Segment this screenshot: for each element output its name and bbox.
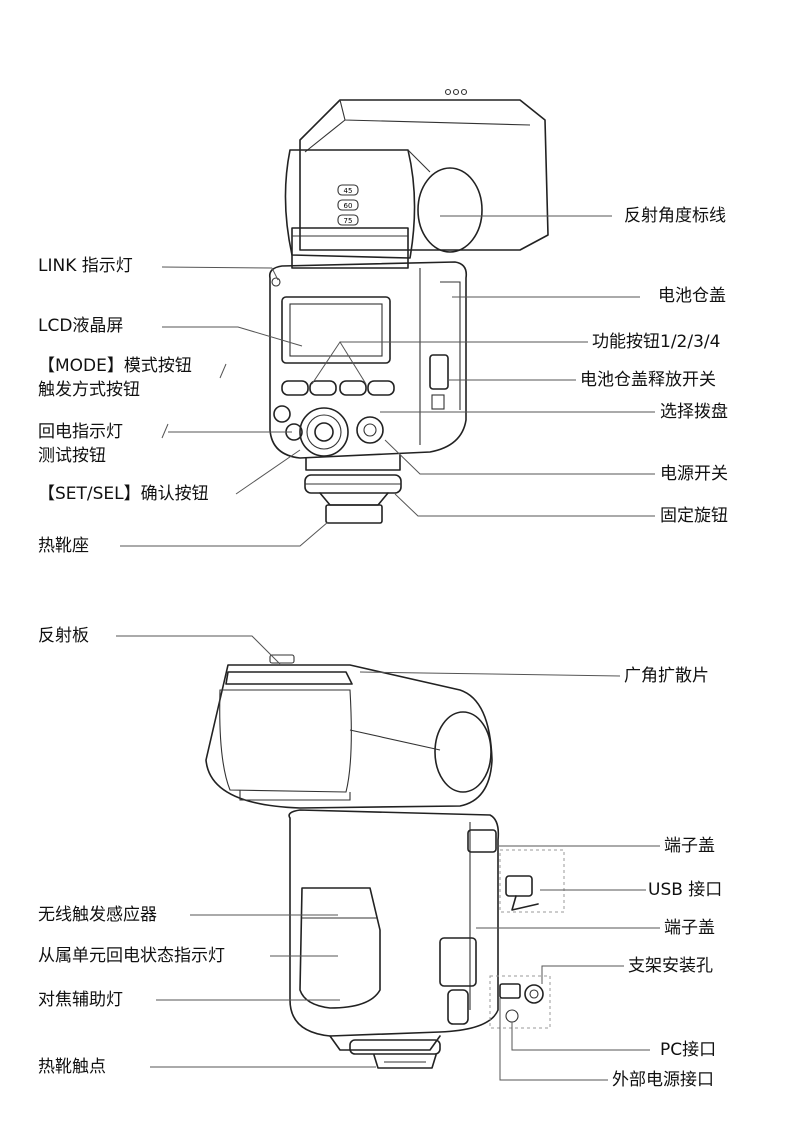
- terminal-cover-side[interactable]: [439, 937, 477, 987]
- label-trigger-mode-button: 触发方式按钮: [38, 380, 140, 400]
- link-indicator-lamp: [271, 277, 281, 287]
- flash-tube-cap: [434, 711, 492, 793]
- select-dial[interactable]: [299, 407, 349, 457]
- label-af-assist: 对焦辅助灯: [38, 990, 123, 1010]
- battery-cover-release[interactable]: [429, 354, 449, 390]
- flash-head-top: 45 60 75: [284, 88, 549, 269]
- usb-port-plug: [505, 875, 533, 897]
- lcd-screen: [281, 296, 391, 364]
- external-power-port[interactable]: [499, 983, 521, 999]
- label-recycle-indicator: 回电指示灯: [38, 422, 123, 442]
- label-select-dial: 选择拨盘: [660, 402, 728, 422]
- label-terminal-cover-1: 端子盖: [664, 836, 715, 856]
- function-button-1[interactable]: [281, 380, 309, 396]
- hot-shoe-foot: [349, 1039, 441, 1055]
- label-hot-shoe-mount: 热靴座: [38, 536, 89, 556]
- label-reflector-card: 反射板: [38, 626, 89, 646]
- wireless-sensor: [299, 887, 381, 1009]
- usb-port-dashed: [499, 849, 565, 913]
- angle-mark-45: 45: [344, 187, 353, 195]
- label-link-indicator: LINK 指示灯: [38, 256, 133, 276]
- label-wide-panel: 广角扩散片: [624, 666, 709, 686]
- label-battery-cover: 电池仓盖: [658, 286, 726, 306]
- mode-button[interactable]: [273, 405, 291, 423]
- label-lcd-screen: LCD液晶屏: [38, 316, 124, 336]
- angle-mark-60: 60: [344, 202, 353, 210]
- function-button-4[interactable]: [367, 380, 395, 396]
- label-bounce-angle-scale: 反射角度标线: [624, 206, 726, 226]
- bounce-angle-marks: 45 60 75: [337, 184, 359, 226]
- set-sel-button[interactable]: [314, 422, 334, 442]
- angle-mark-75: 75: [344, 217, 353, 225]
- label-power-switch: 电源开关: [660, 464, 728, 484]
- label-terminal-cover-2: 端子盖: [664, 918, 715, 938]
- bottom-leader-lines: [116, 635, 660, 1081]
- tripod-hole: [529, 989, 539, 999]
- power-switch[interactable]: [356, 416, 384, 444]
- label-external-power: 外部电源接口: [612, 1070, 714, 1090]
- label-wireless-sensor: 无线触发感应器: [38, 905, 157, 925]
- label-tripod-hole: 支架安装孔: [628, 956, 713, 976]
- flash-body-top: [268, 261, 468, 524]
- label-battery-cover-release: 电池仓盖释放开关: [580, 370, 716, 390]
- label-locking-ring: 固定旋钮: [660, 506, 728, 526]
- top-leader-lines: [120, 215, 655, 547]
- label-slave-indicator: 从属单元回电状态指示灯: [38, 946, 225, 966]
- terminal-cover-top[interactable]: [467, 829, 497, 853]
- function-button-2[interactable]: [309, 380, 337, 396]
- label-function-buttons: 功能按钮1/2/3/4: [592, 332, 721, 352]
- flash-body-bottom: [288, 809, 565, 1069]
- hot-shoe-mount: [319, 492, 389, 506]
- flash-head-bottom: [205, 654, 493, 809]
- label-test-button: 测试按钮: [38, 446, 106, 466]
- label-pc-port: PC接口: [660, 1040, 717, 1060]
- pc-port[interactable]: [524, 984, 544, 1004]
- label-mode-button: 【MODE】模式按钮: [38, 356, 192, 376]
- label-usb-port: USB 接口: [648, 880, 723, 900]
- hot-shoe-contacts: [373, 1054, 437, 1069]
- label-set-sel-button: 【SET/SEL】确认按钮: [38, 484, 209, 504]
- function-button-3[interactable]: [339, 380, 367, 396]
- label-hot-shoe-contacts: 热靴触点: [38, 1057, 106, 1077]
